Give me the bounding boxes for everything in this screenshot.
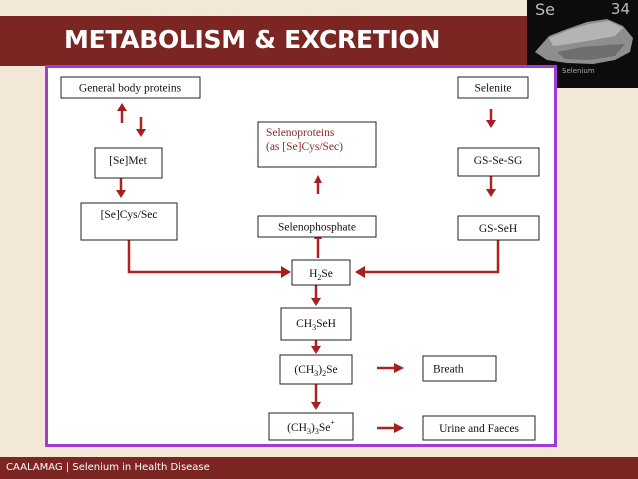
- arrow-up-icon: [117, 103, 127, 111]
- node-breath: Breath: [422, 355, 497, 382]
- arrow-right-icon: [281, 266, 291, 278]
- node-gs-seh: GS-SeH: [457, 215, 540, 241]
- slide-footer: CAALAMAG | Selenium in Health Disease: [6, 462, 210, 473]
- arrow-down-icon: [486, 120, 496, 128]
- arrow-down-icon: [116, 190, 126, 198]
- arrow-left-icon: [355, 266, 365, 278]
- node-label: Selenophosphate: [278, 222, 356, 234]
- node-h2se: H2Se: [291, 259, 351, 286]
- title-banner: [0, 16, 527, 66]
- node-label: (CH3)2Se: [294, 364, 337, 378]
- node-label: Selenoproteins: [266, 127, 335, 139]
- node-label: Breath: [433, 364, 464, 376]
- connector-lines: [119, 109, 500, 430]
- node-label: H2Se: [309, 268, 333, 282]
- element-name: Selenium: [562, 67, 595, 75]
- arrow-down-icon: [311, 298, 321, 306]
- arrow-right-icon: [394, 363, 404, 373]
- node-trimethylselenonium: (CH3)3Se+: [268, 412, 354, 441]
- element-symbol: Se: [535, 0, 555, 19]
- arrow-down-icon: [136, 129, 146, 137]
- selenium-metabolism-diagram: General body proteins [Se]Met [Se]Cys/Se…: [60, 76, 540, 441]
- slide-title: METABOLISM & EXCRETION: [64, 25, 441, 54]
- arrow-down-icon: [486, 189, 496, 197]
- node-dimethylselenide: (CH3)2Se: [279, 354, 353, 385]
- node-label: [Se]Met: [109, 155, 147, 167]
- node-label: Selenite: [474, 83, 511, 95]
- arrow-down-icon: [311, 402, 321, 410]
- gsseh-to-h2se-line: [357, 240, 500, 274]
- node-label: (CH3)3Se+: [287, 418, 335, 436]
- node-label: GS-SeH: [479, 223, 517, 235]
- node-label: [Se]Cys/Sec: [101, 209, 158, 221]
- node-gs-se-sg: GS-Se-SG: [457, 147, 540, 177]
- atomic-number: 34: [610, 0, 630, 18]
- node-ch3seh: CH3SeH: [280, 307, 352, 341]
- selenium-element-tile: Se 34 Selenium: [527, 0, 638, 88]
- arrow-up-icon: [314, 175, 322, 183]
- node-selenite: Selenite: [457, 76, 529, 99]
- node-urine-and-faeces: Urine and Faeces: [422, 415, 536, 441]
- node-selenoproteins: Selenoproteins (as [Se]Cys/Sec): [257, 121, 377, 168]
- node-label: CH3SeH: [296, 318, 336, 332]
- selenium-rock-image: [535, 19, 633, 64]
- node-se-met: [Se]Met: [94, 147, 163, 179]
- node-se-cys-sec: [Se]Cys/Sec: [80, 202, 178, 241]
- node-selenophosphate: Selenophosphate: [257, 215, 377, 238]
- arrowheads: [116, 103, 496, 433]
- node-general-body-proteins: General body proteins: [60, 76, 201, 99]
- node-label: GS-Se-SG: [474, 155, 523, 167]
- arrow-down-icon: [311, 346, 321, 354]
- footer-banner: [0, 457, 638, 479]
- node-label: General body proteins: [79, 83, 182, 95]
- node-label: Urine and Faeces: [439, 423, 519, 435]
- arrow-right-icon: [394, 423, 404, 433]
- node-label: (as [Se]Cys/Sec): [266, 141, 343, 153]
- sec-to-h2se-line: [127, 240, 289, 274]
